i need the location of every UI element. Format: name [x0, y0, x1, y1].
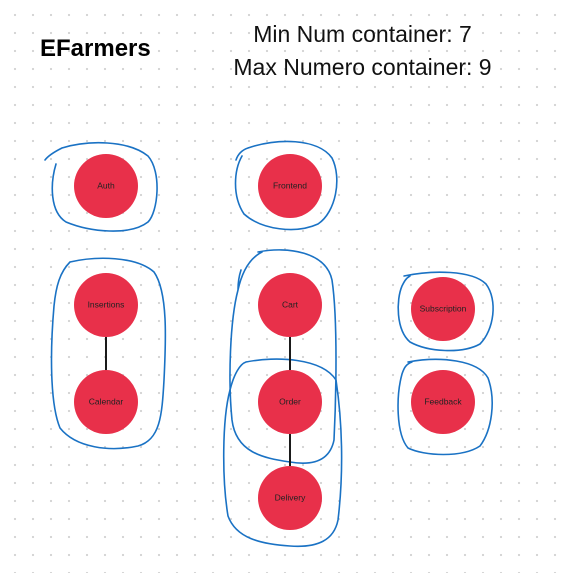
node-circle-subscription: [411, 277, 475, 341]
node-label-frontend: Frontend: [273, 180, 307, 190]
node-label-subscription: Subscription: [420, 303, 467, 313]
node-label-feedback: Feedback: [424, 396, 462, 406]
node-cart[interactable]: Cart: [258, 273, 322, 337]
node-circle-cart: [258, 273, 322, 337]
node-order[interactable]: Order: [258, 370, 322, 434]
container-limits: Min Num container: 7 Max Numero containe…: [210, 18, 515, 84]
node-calendar[interactable]: Calendar: [74, 370, 138, 434]
node-circle-feedback: [411, 370, 475, 434]
node-feedback[interactable]: Feedback: [411, 370, 475, 434]
node-delivery[interactable]: Delivery: [258, 466, 322, 530]
node-label-delivery: Delivery: [275, 492, 306, 502]
outline-feedback: [397, 358, 493, 456]
node-circle-delivery: [258, 466, 322, 530]
node-subscription[interactable]: Subscription: [411, 277, 475, 341]
outline-subscription: [397, 271, 494, 352]
node-circle-calendar: [74, 370, 138, 434]
node-auth[interactable]: Auth: [74, 154, 138, 218]
node-insertions[interactable]: Insertions: [74, 273, 138, 337]
node-circle-auth: [74, 154, 138, 218]
node-circle-frontend: [258, 154, 322, 218]
node-label-calendar: Calendar: [89, 396, 124, 406]
node-circle-insertions: [74, 273, 138, 337]
app-title: EFarmers: [40, 35, 151, 62]
node-frontend[interactable]: Frontend: [258, 154, 322, 218]
min-container-label: Min Num container: 7: [253, 21, 472, 47]
node-label-cart: Cart: [282, 299, 299, 309]
node-label-insertions: Insertions: [88, 299, 125, 309]
node-circle-order: [258, 370, 322, 434]
outline-order-delivery: [222, 358, 343, 548]
group-outlines: [44, 140, 494, 548]
node-label-auth: Auth: [97, 180, 115, 190]
outline-insertions-calendar: [50, 257, 167, 450]
node-label-order: Order: [279, 396, 301, 406]
outline-auth: [44, 141, 158, 232]
edges: [105, 337, 291, 466]
max-container-label: Max Numero container: 9: [233, 54, 492, 80]
outline-frontend: [234, 140, 338, 231]
